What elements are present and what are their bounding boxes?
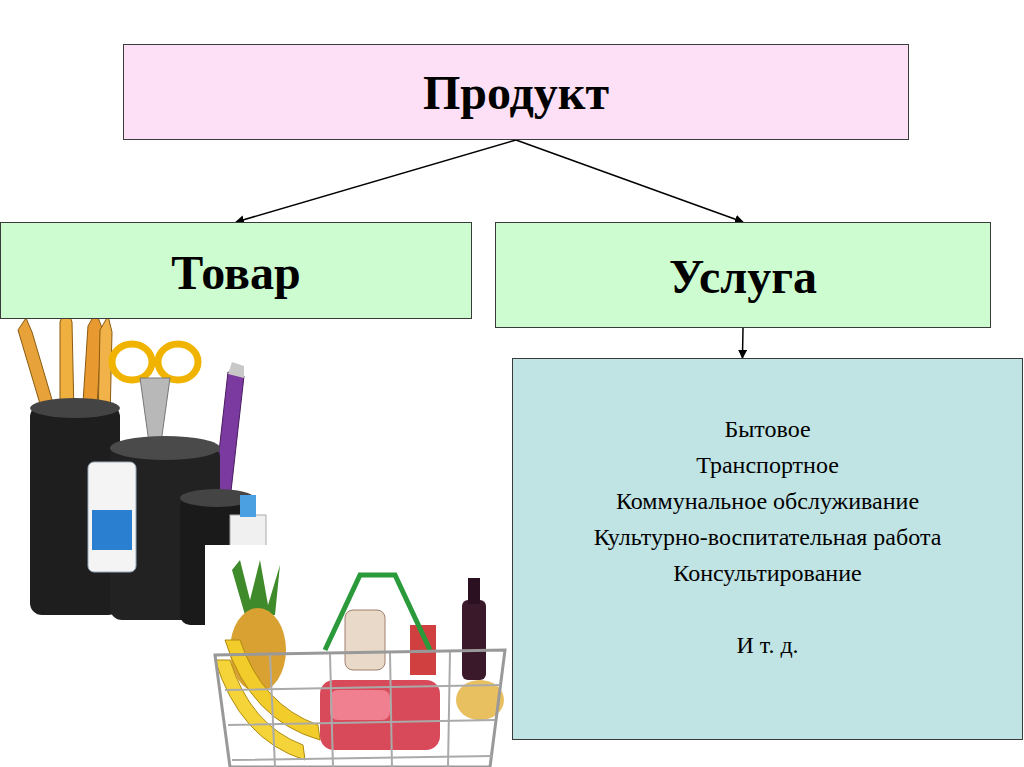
category-box: Продукт xyxy=(123,44,909,140)
list-item: Коммунальное обслуживание xyxy=(616,483,919,519)
list-box: БытовоеТранспортноеКоммунальное обслужив… xyxy=(512,358,1023,740)
box-title: Продукт xyxy=(423,67,609,120)
list-item: Консультирование xyxy=(673,555,861,591)
list-item: Транспортное xyxy=(696,447,839,483)
arrow-connector xyxy=(516,140,743,222)
list-item: Бытовое xyxy=(724,411,810,447)
food-basket xyxy=(205,545,510,767)
box-title: Товар xyxy=(171,247,300,300)
category-box: Товар xyxy=(0,222,472,319)
category-box: Услуга xyxy=(495,222,991,328)
arrow-connector xyxy=(742,328,744,358)
arrow-connector xyxy=(236,140,516,222)
box-title: Услуга xyxy=(669,251,817,304)
list-item: Культурно-воспитательная работа xyxy=(594,519,942,555)
list-item: И т. д. xyxy=(736,627,798,663)
